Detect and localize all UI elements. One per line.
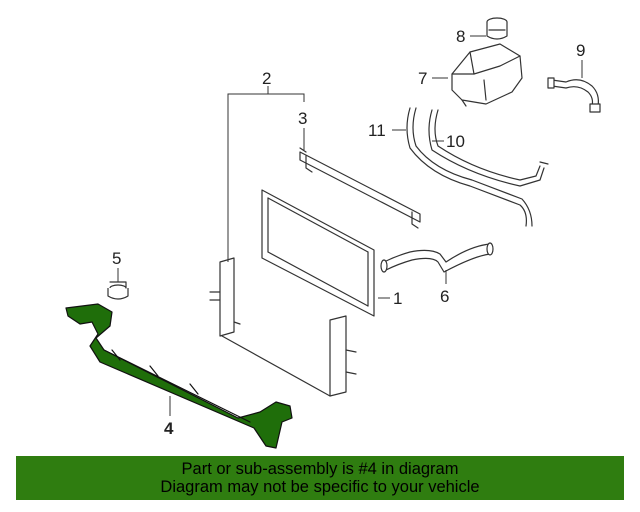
callout-10[interactable]: 10 — [446, 132, 465, 151]
part-9-hose[interactable] — [547, 77, 601, 113]
part-8-cap[interactable] — [486, 17, 508, 40]
part-4-lower-support[interactable] — [65, 303, 293, 449]
callout-7[interactable]: 7 — [418, 69, 427, 88]
callout-11[interactable]: 11 — [368, 121, 386, 140]
callout-4[interactable]: 4 — [164, 419, 174, 438]
callout-1[interactable]: 1 — [393, 289, 402, 308]
part-5-bushing[interactable] — [107, 281, 129, 300]
callout-2[interactable]: 2 — [262, 69, 271, 88]
part-7-expansion-tank[interactable] — [451, 43, 523, 107]
part-11-hose[interactable] — [406, 107, 533, 227]
callout-3[interactable]: 3 — [298, 109, 307, 128]
part-6-lower-hose[interactable] — [380, 242, 494, 273]
callout-5[interactable]: 5 — [112, 249, 121, 268]
callout-9[interactable]: 9 — [576, 41, 585, 60]
part-10-hose[interactable] — [428, 109, 549, 187]
parts-diagram: 1 2 3 4 5 6 7 8 9 10 11 — [65, 17, 601, 449]
callout-6[interactable]: 6 — [440, 287, 449, 306]
part-1-radiator[interactable] — [261, 189, 375, 317]
callout-8[interactable]: 8 — [456, 27, 465, 46]
banner-line-1: Part or sub-assembly is #4 in diagram — [181, 460, 459, 478]
leader-lines — [117, 35, 583, 416]
part-3-upper-support[interactable] — [299, 147, 421, 229]
info-banner: Part or sub-assembly is #4 in diagram Di… — [16, 456, 624, 500]
banner-line-2: Diagram may not be specific to your vehi… — [160, 478, 480, 496]
part-2-side-tanks[interactable] — [209, 257, 357, 397]
